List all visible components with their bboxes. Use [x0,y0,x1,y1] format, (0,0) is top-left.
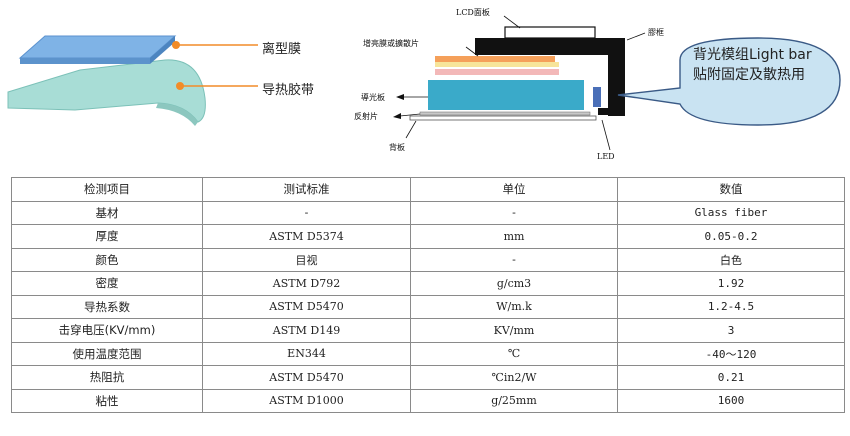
cell-standard: ASTM D149 [202,318,411,343]
cell-standard: ASTM D1000 [202,388,411,413]
cell-unit: W/m.k [410,294,618,319]
cell-standard: 目视 [202,247,411,272]
cell-value: -40～120 [617,341,845,366]
header-standard: 测试标准 [202,177,411,202]
cell-item: 击穿电压(KV/mm) [11,318,203,343]
light-guide-arrow [396,94,404,100]
lcd-panel [504,26,596,39]
cell-value: 1.2-4.5 [617,294,845,319]
cell-value: 0.21 [617,365,845,390]
thermal-tape-shape [7,59,206,123]
film-orange [435,56,555,62]
thermal-tape-label: 导热胶带 [262,83,315,98]
cell-unit: KV/mm [410,318,618,343]
light-guide-label: 導光板 [361,93,385,102]
frame-label: 膠框 [648,28,664,37]
cell-item: 基材 [11,200,203,225]
cell-unit: g/25mm [410,388,618,413]
callout-bubble [617,37,841,126]
release-film-shape [18,35,177,59]
release-film-label: 离型膜 [262,42,302,57]
frame-side [608,38,625,116]
frame-leader [626,32,646,41]
cell-unit: g/cm3 [410,271,618,296]
led-label: LED [597,152,615,161]
cell-standard: ASTM D5470 [202,365,411,390]
illustration-area [7,15,841,151]
thermal-tape-diagram [7,35,258,126]
reflector-leader [399,113,421,117]
film-yellow [435,62,559,67]
thermal-tape-edge [156,103,198,126]
cell-item: 导热系数 [11,294,203,319]
release-film-side [150,36,175,64]
reflector [419,111,591,116]
cell-value: 0.05-0.2 [617,224,845,249]
table-row: 基材--Glass fiber [11,200,845,225]
cell-standard: ASTM D792 [202,271,411,296]
cell-unit: - [410,200,618,225]
back-plate-label: 背板 [389,143,405,152]
header-unit: 单位 [410,177,618,202]
cell-item: 厚度 [11,224,203,249]
release-film-edge [20,58,150,64]
cell-value: 1600 [617,388,845,413]
table-row: 颜色目视-白色 [11,247,845,272]
brightness-film-label: 增亮膜或擴散片 [363,39,419,48]
back-plate-leader [405,120,417,139]
lcd-leader [503,15,521,29]
cell-standard: ASTM D5374 [202,224,411,249]
cell-unit: ℃in2/W [410,365,618,390]
frame-bottom-lip [598,108,625,115]
lcd-panel-label: LCD面板 [456,8,490,17]
header-item: 检测项目 [11,177,203,202]
cell-value: 3 [617,318,845,343]
backlight-diagram [393,15,646,151]
cell-item: 使用温度范围 [11,341,203,366]
cell-value: Glass fiber [617,200,845,225]
cell-unit: - [410,247,618,272]
led-leader [601,119,611,151]
reflector-label: 反射片 [354,112,378,121]
cell-item: 热阻抗 [11,365,203,390]
led [593,87,601,107]
cell-unit: mm [410,224,618,249]
film-pink [435,69,559,75]
callout-bubble-shape [617,37,841,126]
cell-item: 密度 [11,271,203,296]
cell-unit: ℃ [410,341,618,366]
light-guide-plate [428,80,584,110]
reflector-arrow [393,113,401,119]
film-leader [465,46,479,57]
cell-standard: EN344 [202,341,411,366]
header-value: 数值 [617,177,845,202]
cell-item: 颜色 [11,247,203,272]
cell-value: 白色 [617,247,845,272]
cell-value: 1.92 [617,271,845,296]
table-header-row: 检测项目 测试标准 单位 数值 [11,177,845,202]
callout-text: 背光模组Light bar贴附固定及散热用 [693,47,812,83]
cell-standard: ASTM D5470 [202,294,411,319]
frame-top [475,38,625,55]
cell-standard: - [202,200,411,225]
cell-item: 粘性 [11,388,203,413]
back-plate [409,115,597,121]
